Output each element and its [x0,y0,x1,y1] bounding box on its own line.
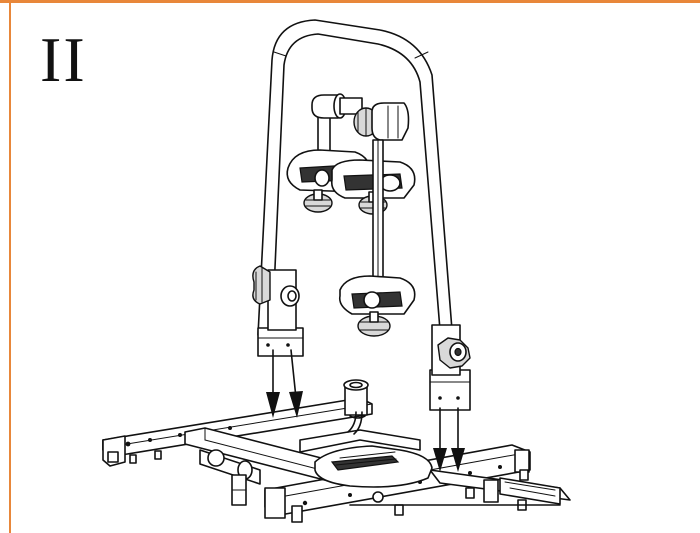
base-frame [102,379,571,523]
cradle-arms [286,93,416,337]
upright-hoop [252,19,471,411]
frame-border-top [0,0,700,3]
step-number-label: II [40,24,87,95]
frame-border-left [9,3,11,533]
assembly-arrows [266,349,465,472]
